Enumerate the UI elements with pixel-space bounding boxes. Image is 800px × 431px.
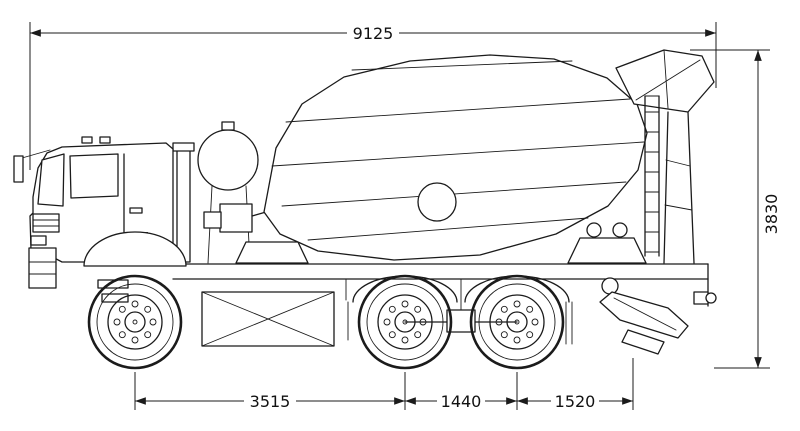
axle-dimensions: 3515 1440 1520 bbox=[134, 358, 634, 411]
exhaust-stack bbox=[172, 142, 195, 263]
front-to-middle-axle-label: 3515 bbox=[250, 392, 291, 411]
side-window bbox=[69, 153, 119, 199]
truck-drawing bbox=[13, 49, 717, 370]
front-drum-support bbox=[235, 241, 309, 264]
drum-manhole bbox=[417, 182, 457, 222]
water-tank bbox=[197, 121, 259, 264]
rear-ladder bbox=[644, 95, 660, 257]
charge-hopper bbox=[615, 49, 715, 113]
front-bumper bbox=[28, 247, 57, 289]
mirror-arm bbox=[21, 149, 51, 159]
cab-step-upper bbox=[97, 279, 129, 289]
cab-step-lower bbox=[101, 293, 129, 303]
door-handle bbox=[129, 207, 143, 214]
middle-to-rear-axle-label: 1440 bbox=[441, 392, 482, 411]
discharge-chute bbox=[599, 277, 689, 355]
truck-cab bbox=[13, 136, 187, 303]
overall-height-label: 3830 bbox=[762, 194, 781, 235]
overall-height-dimension: 3830 bbox=[690, 49, 781, 369]
mirror bbox=[13, 155, 24, 183]
drum-drive bbox=[203, 203, 309, 264]
rear-pedestal bbox=[663, 111, 695, 264]
windshield bbox=[37, 153, 65, 207]
support-roller bbox=[586, 222, 602, 238]
rear-axle-to-rear-point-label: 1520 bbox=[555, 392, 596, 411]
tow-hitch bbox=[693, 291, 717, 305]
mixer-drum bbox=[263, 54, 648, 261]
chute-pivot bbox=[601, 277, 619, 295]
overall-length-label: 9125 bbox=[353, 24, 394, 43]
rear-drum-support bbox=[567, 222, 647, 264]
front-fender bbox=[83, 231, 187, 267]
front-wheel bbox=[87, 274, 183, 370]
overall-length-dimension: 9125 bbox=[29, 22, 717, 170]
grille bbox=[32, 213, 60, 233]
support-roller bbox=[612, 222, 628, 238]
headlight bbox=[30, 235, 47, 246]
rear-suspension bbox=[404, 278, 518, 333]
chassis-frame bbox=[172, 263, 709, 345]
toolbox bbox=[201, 291, 335, 347]
